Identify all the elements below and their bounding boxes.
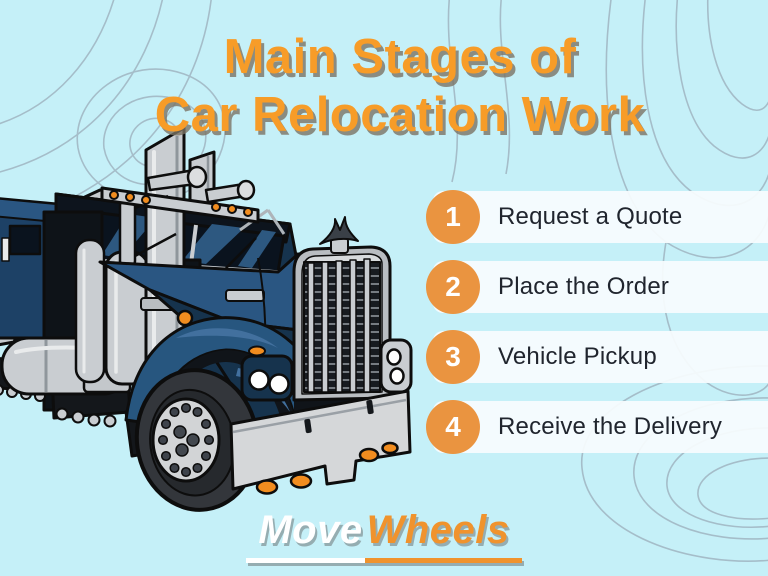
step-bar	[433, 401, 768, 453]
title-line-1: Main Stages of	[223, 30, 577, 84]
title-line-2: Car Relocation Work	[154, 88, 646, 142]
step-bar	[433, 331, 768, 383]
step-number: 4	[445, 411, 461, 442]
truck-headlights	[240, 338, 413, 402]
eagle-hood-ornament	[319, 216, 359, 245]
step-label: Request a Quote	[498, 203, 683, 230]
step-bar	[433, 261, 768, 313]
logo-move: Move	[246, 508, 365, 563]
step-number: 2	[445, 271, 461, 302]
step-number-badge: 4	[426, 400, 480, 454]
step-number: 1	[445, 201, 461, 232]
step-number-badge: 3	[426, 330, 480, 384]
truck-front-wheel	[134, 368, 260, 512]
step-bar	[433, 191, 768, 243]
step-number-badge: 2	[426, 260, 480, 314]
step-label: Place the Order	[498, 273, 670, 300]
step-label: Receive the Delivery	[498, 413, 723, 440]
truck-bumper	[229, 389, 412, 495]
logo-wheels: Wheels	[364, 508, 522, 563]
step-number-badge: 1	[426, 190, 480, 244]
step-label: Vehicle Pickup	[498, 343, 657, 370]
truck-air-horns	[100, 165, 260, 224]
step-number: 3	[445, 341, 461, 372]
page-title: Main Stages of Car Relocation Work	[32, 28, 768, 144]
